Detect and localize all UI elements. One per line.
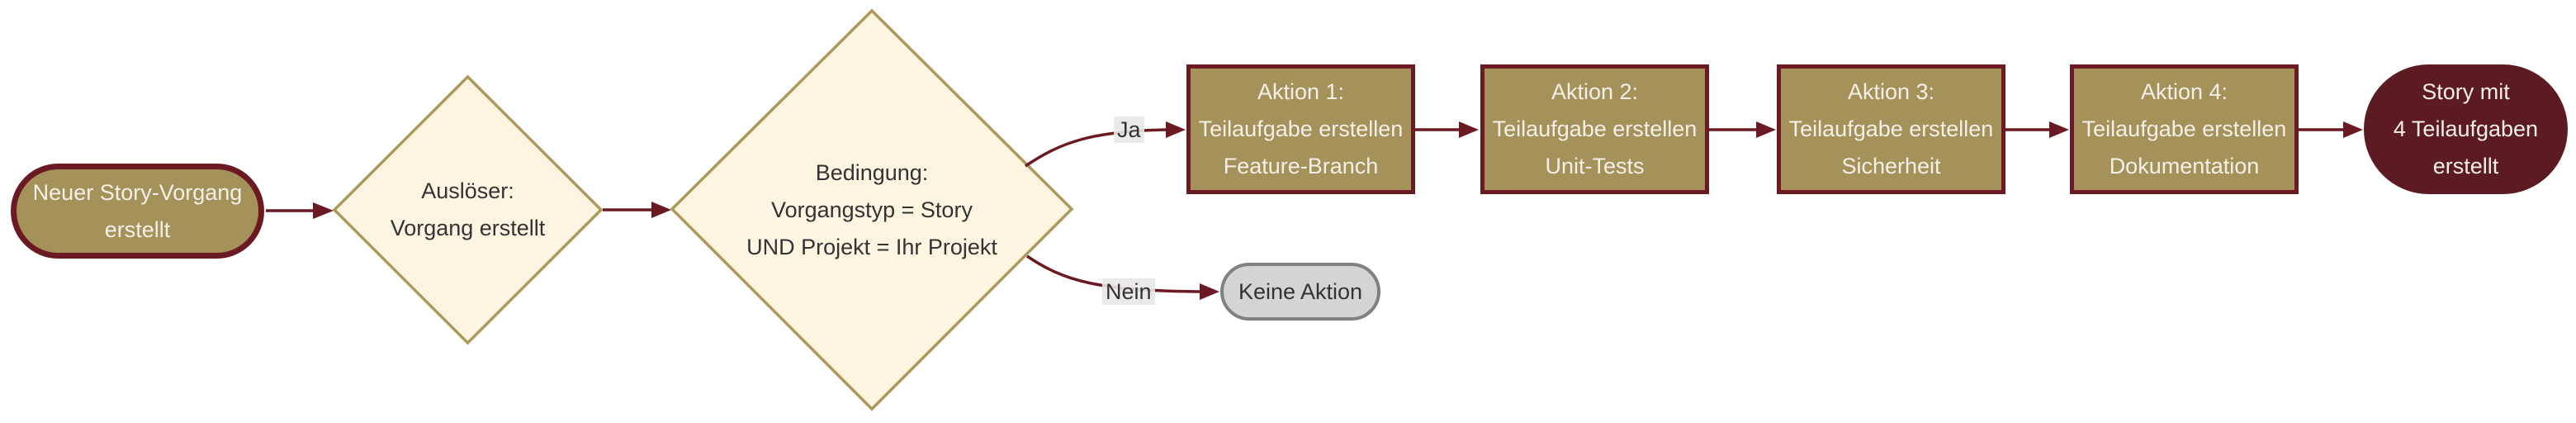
node-condition-line: UND Projekt = Ihr Projekt	[746, 234, 997, 259]
node-start: Neuer Story-Vorgang erstellt	[11, 164, 264, 259]
node-action1: Aktion 1: Teilaufgabe erstellen Feature-…	[1186, 64, 1415, 194]
node-condition-line: Bedingung:	[815, 159, 929, 185]
node-end: Story mit 4 Teilaufgaben erstellt	[2364, 64, 2568, 194]
node-action2-line: Teilaufgabe erstellen	[1492, 116, 1698, 141]
node-action1-line: Aktion 1:	[1257, 79, 1345, 104]
node-condition-line: Vorgangstyp = Story	[771, 197, 973, 222]
node-action2-line: Aktion 2:	[1551, 79, 1639, 104]
arrowhead-condition-no-action	[1200, 283, 1219, 300]
node-action3-line: Teilaufgabe erstellen	[1788, 116, 1994, 141]
node-action2-line: Unit-Tests	[1545, 154, 1645, 178]
node-action1-line: Feature-Branch	[1223, 154, 1379, 178]
node-start-line: erstellt	[104, 216, 171, 242]
node-action4: Aktion 4: Teilaufgabe erstellen Dokument…	[2070, 64, 2299, 194]
node-end-line: Story mit	[2422, 79, 2510, 104]
node-end-line: 4 Teilaufgaben	[2393, 116, 2539, 141]
edge-label-nein: Nein	[1102, 278, 1155, 305]
node-no-action-line: Keine Aktion	[1238, 278, 1363, 304]
edge-label-ja: Ja	[1114, 116, 1144, 143]
node-trigger-line: Auslöser:	[421, 178, 514, 203]
arrowhead-start-trigger	[313, 202, 334, 219]
arrowhead-action4-end	[2343, 121, 2363, 138]
node-action4-line: Aktion 4:	[2140, 79, 2228, 104]
node-action3-line: Sicherheit	[1841, 154, 1941, 178]
arrowhead-action3-action4	[2049, 121, 2069, 138]
node-trigger-line: Vorgang erstellt	[390, 216, 546, 240]
edge-condition-no-action	[1026, 254, 1200, 293]
arrowhead-action1-action2	[1459, 121, 1479, 138]
node-action4-line: Dokumentation	[2109, 154, 2260, 178]
node-end-line: erstellt	[2432, 154, 2499, 178]
condition-diamond-shape	[670, 8, 1074, 411]
node-action2: Aktion 2: Teilaufgabe erstellen Unit-Tes…	[1480, 64, 1709, 194]
arrowhead-trigger-condition	[651, 202, 671, 218]
node-trigger: Auslöser: Vorgang erstellt	[334, 77, 601, 343]
node-action3: Aktion 3: Teilaufgabe erstellen Sicherhe…	[1777, 64, 2005, 194]
trigger-diamond-shape	[332, 74, 604, 345]
node-action1-line: Teilaufgabe erstellen	[1198, 116, 1404, 141]
arrowhead-action2-action3	[1756, 121, 1776, 138]
node-start-line: Neuer Story-Vorgang	[32, 179, 243, 205]
arrowhead-condition-action1	[1166, 121, 1186, 138]
node-action3-line: Aktion 3:	[1847, 79, 1935, 104]
node-condition: Bedingung: Vorgangstyp = Story UND Proje…	[672, 11, 1072, 409]
node-action4-line: Teilaufgabe erstellen	[2081, 116, 2287, 141]
node-no-action: Keine Aktion	[1220, 263, 1380, 321]
